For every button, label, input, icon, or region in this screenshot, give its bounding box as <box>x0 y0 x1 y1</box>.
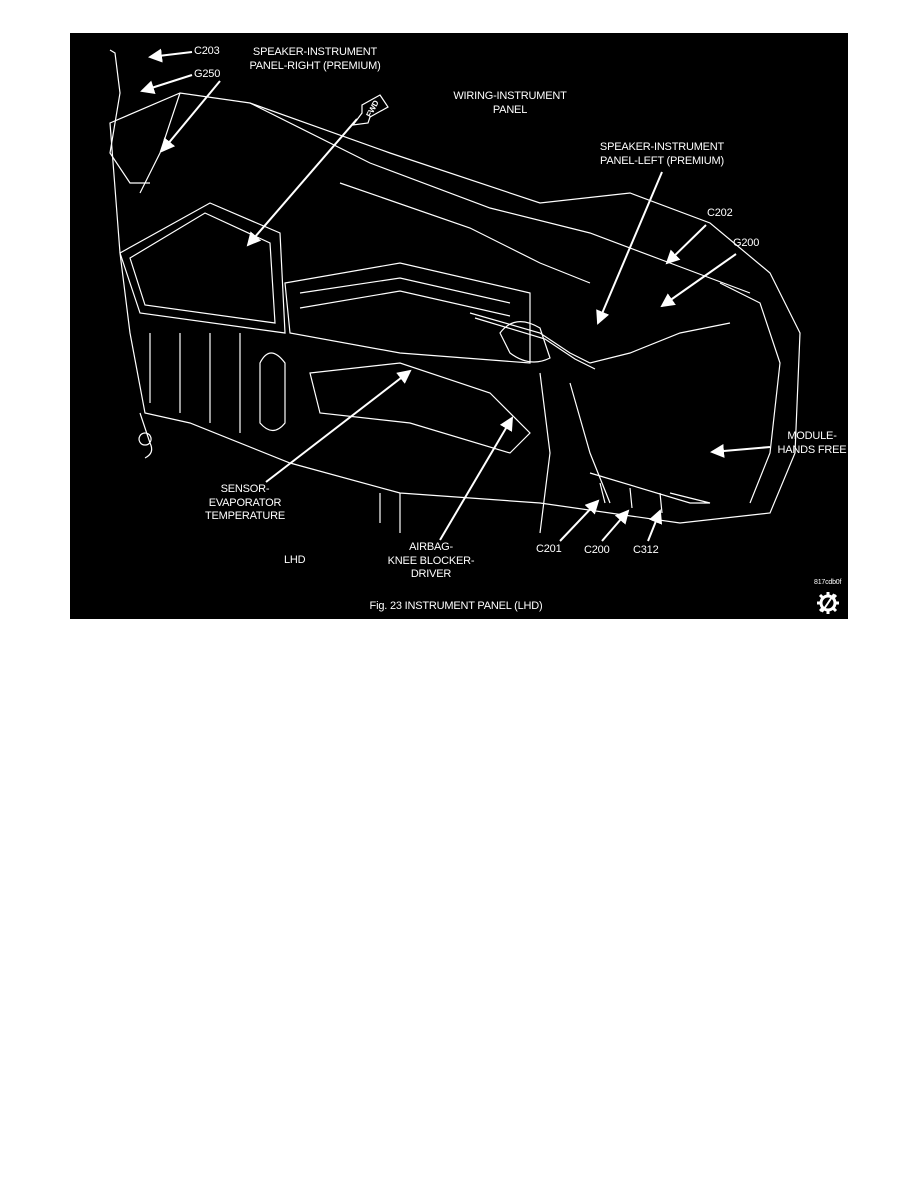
callout-c201: C201 <box>536 543 562 555</box>
label-line: PANEL-LEFT (PREMIUM) <box>600 154 724 167</box>
label-line: MODULE- <box>787 430 837 442</box>
label-line: EVAPORATOR <box>208 496 282 509</box>
callout-wiring: WIRING-INSTRUMENT PANEL <box>453 90 567 117</box>
label-line: TEMPERATURE <box>204 510 286 522</box>
label-line: AIRBAG- <box>409 541 453 553</box>
label-line: WIRING-INSTRUMENT <box>453 90 567 102</box>
arrow-c203 <box>148 48 193 63</box>
label-line: DRIVER <box>410 568 452 580</box>
callout-c203: C203 <box>194 45 220 57</box>
label-line: KNEE BLOCKER- <box>387 554 475 567</box>
arrow-c200 <box>601 509 630 542</box>
fwd-arrow-icon <box>351 94 389 126</box>
leader-arrows <box>140 48 771 542</box>
arrow-g250 <box>140 74 193 95</box>
label-line: PANEL-RIGHT (PREMIUM) <box>249 59 381 72</box>
arrow-wiring <box>246 118 358 247</box>
label-line: SENSOR- <box>220 483 270 495</box>
instrument-panel-figure: FWD C203 G250 SPEAKER-INSTRUMENT PANEL-R… <box>70 33 848 619</box>
arrow-sensor <box>265 369 412 483</box>
instrument-panel-drawing <box>109 48 839 614</box>
label-line: SPEAKER-INSTRUMENT <box>599 141 725 153</box>
label-line: PANEL <box>492 103 528 116</box>
assembly-linework <box>109 49 801 534</box>
image-code: 817cdb0f <box>814 579 842 586</box>
callout-airbag: AIRBAG- KNEE BLOCKER- DRIVER <box>388 541 475 582</box>
callout-c312: C312 <box>633 544 659 556</box>
callout-g200: G200 <box>733 237 760 249</box>
arrow-g200 <box>660 253 737 308</box>
arrow-speaker-left <box>596 171 663 325</box>
gear-slash-icon <box>817 592 839 614</box>
arrow-c201 <box>559 499 600 542</box>
arrow-module <box>710 443 771 458</box>
figure-caption: Fig. 23 INSTRUMENT PANEL (LHD) <box>369 600 543 612</box>
label-line: SPEAKER-INSTRUMENT <box>252 46 378 58</box>
arrow-c202 <box>665 224 707 265</box>
callout-sensor: SENSOR- EVAPORATOR TEMPERATURE <box>205 483 285 524</box>
callout-c200: C200 <box>584 544 610 556</box>
callout-c202: C202 <box>707 207 733 219</box>
arrow-airbag <box>439 416 514 541</box>
callout-speaker-right: SPEAKER-INSTRUMENT PANEL-RIGHT (PREMIUM) <box>249 46 380 73</box>
callout-g250: G250 <box>194 68 221 80</box>
callout-module-hands-free: MODULE- HANDS FREE <box>778 430 847 457</box>
lhd-label: LHD <box>284 554 306 566</box>
label-line: HANDS FREE <box>777 443 847 456</box>
arrow-c312 <box>647 509 663 542</box>
arrow-speaker-right <box>160 80 221 153</box>
callout-speaker-left: SPEAKER-INSTRUMENT PANEL-LEFT (PREMIUM) <box>600 141 724 168</box>
